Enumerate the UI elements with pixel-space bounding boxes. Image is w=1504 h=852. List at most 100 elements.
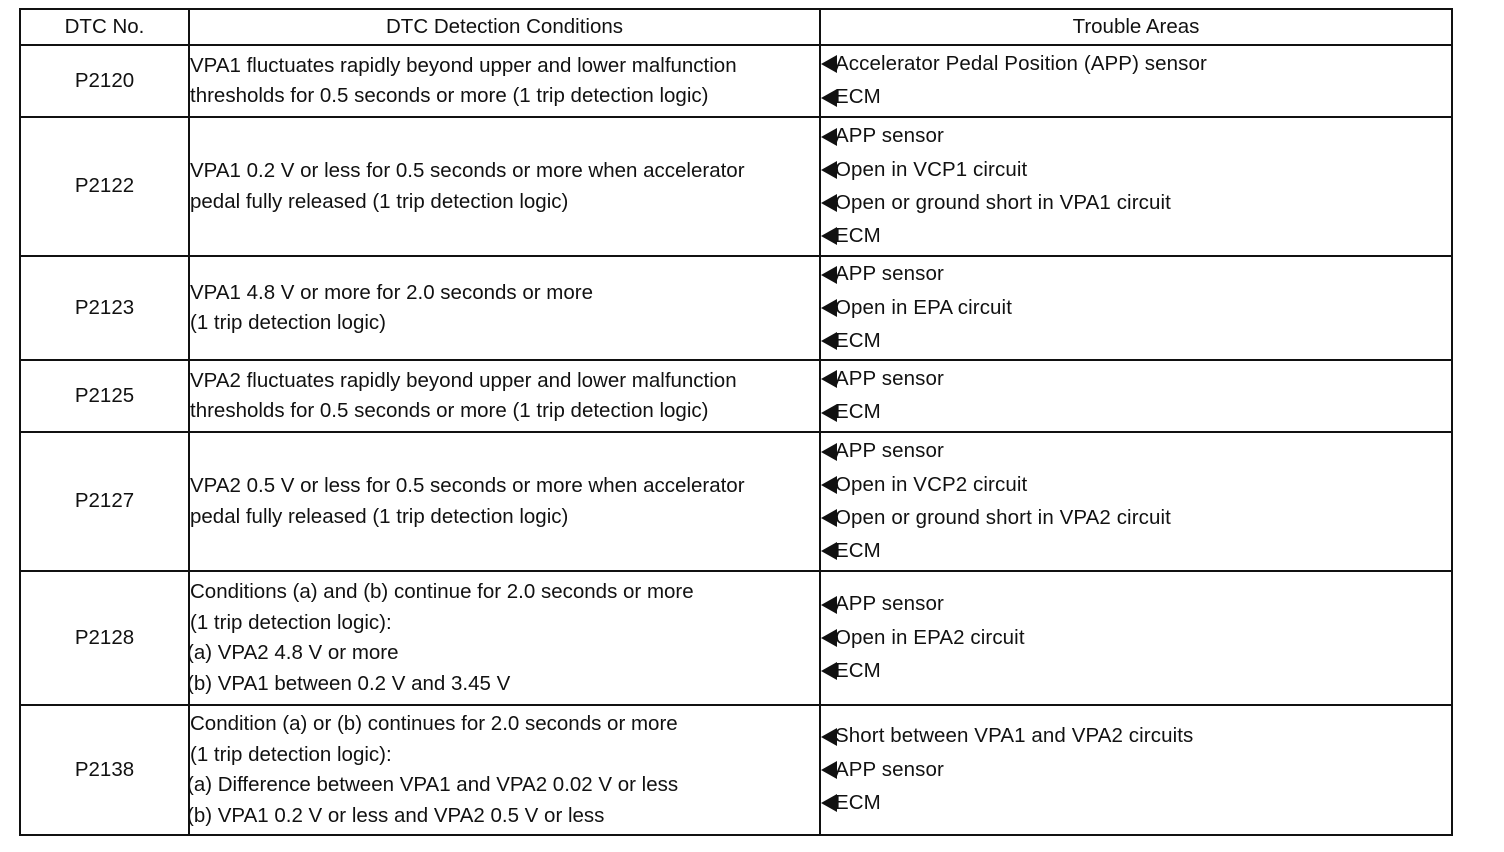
trouble-area-text: Open in EPA2 circuit bbox=[835, 625, 1025, 649]
dtc-code: P2127 bbox=[19, 431, 190, 572]
condition-line: VPA1 4.8 V or more for 2.0 seconds or mo… bbox=[190, 280, 593, 304]
trouble-area-text: ECM bbox=[835, 400, 881, 424]
trouble-area-item: APP sensor bbox=[821, 363, 1451, 396]
table-row: P2120 VPA1 fluctuates rapidly beyond upp… bbox=[19, 44, 1453, 118]
bullet-triangle-icon bbox=[821, 370, 837, 389]
trouble-area-text: Open in VCP2 circuit bbox=[835, 472, 1028, 496]
trouble-area-item: APP sensor bbox=[821, 435, 1451, 468]
bullet-triangle-icon bbox=[821, 628, 837, 647]
table-row: P2122 VPA1 0.2 V or less for 0.5 seconds… bbox=[19, 116, 1453, 257]
condition-line: VPA2 0.5 V or less for 0.5 seconds or mo… bbox=[190, 474, 745, 497]
trouble-area-text: APP sensor bbox=[835, 592, 944, 616]
trouble-area-item: Accelerator Pedal Position (APP) sensor bbox=[821, 48, 1451, 81]
condition-line: pedal fully released (1 trip detection l… bbox=[190, 189, 569, 213]
bullet-triangle-icon bbox=[821, 298, 837, 317]
condition-line: VPA1 0.2 V or less for 0.5 seconds or mo… bbox=[190, 159, 745, 182]
trouble-area-item: Open in VCP1 circuit bbox=[821, 153, 1451, 186]
trouble-areas: APP sensor Open in EPA circuit ECM bbox=[819, 255, 1453, 361]
trouble-area-text: Open or ground short in VPA2 circuit bbox=[835, 505, 1171, 529]
trouble-area-item: ECM bbox=[821, 81, 1451, 114]
condition-line: thresholds for 0.5 seconds or more (1 tr… bbox=[190, 399, 709, 422]
detection-conditions: Condition (a) or (b) continues for 2.0 s… bbox=[187, 704, 821, 836]
dtc-table: DTC No. DTC Detection Conditions Trouble… bbox=[19, 8, 1453, 836]
header-dtc-no: DTC No. bbox=[19, 8, 190, 46]
bullet-triangle-icon bbox=[821, 88, 837, 107]
trouble-area-text: Open in VCP1 circuit bbox=[835, 157, 1028, 181]
trouble-areas: APP sensor Open in EPA2 circuit ECM bbox=[819, 570, 1453, 706]
trouble-areas: APP sensor Open in VCP2 circuit Open or … bbox=[819, 431, 1453, 572]
condition-line: Condition (a) or (b) continues for 2.0 s… bbox=[190, 712, 678, 735]
trouble-area-text: Accelerator Pedal Position (APP) sensor bbox=[835, 52, 1207, 76]
condition-line: (a) Difference between VPA1 and VPA2 0.0… bbox=[187, 773, 679, 796]
trouble-area-item: ECM bbox=[821, 535, 1451, 568]
header-trouble-areas: Trouble Areas bbox=[819, 8, 1453, 46]
trouble-area-item: ECM bbox=[821, 396, 1451, 429]
trouble-area-text: ECM bbox=[835, 85, 881, 109]
trouble-area-item: ECM bbox=[821, 655, 1451, 688]
trouble-area-text: APP sensor bbox=[835, 367, 944, 391]
trouble-area-item: Open or ground short in VPA1 circuit bbox=[821, 187, 1451, 220]
trouble-area-item: Open in EPA circuit bbox=[821, 291, 1451, 324]
trouble-areas: Accelerator Pedal Position (APP) sensor … bbox=[819, 44, 1453, 118]
trouble-area-item: Open in VCP2 circuit bbox=[821, 468, 1451, 501]
condition-line: Conditions (a) and (b) continue for 2.0 … bbox=[190, 580, 694, 603]
trouble-area-item: ECM bbox=[821, 325, 1451, 358]
trouble-areas: APP sensor Open in VCP1 circuit Open or … bbox=[819, 116, 1453, 257]
detection-conditions: VPA1 0.2 V or less for 0.5 seconds or mo… bbox=[188, 116, 821, 257]
bullet-triangle-icon bbox=[821, 227, 837, 246]
trouble-area-item: Open in EPA2 circuit bbox=[821, 621, 1451, 654]
trouble-area-item: ECM bbox=[821, 787, 1451, 820]
bullet-triangle-icon bbox=[821, 160, 837, 179]
trouble-area-text: ECM bbox=[835, 539, 881, 563]
dtc-code: P2122 bbox=[19, 116, 190, 257]
dtc-code: P2138 bbox=[19, 704, 190, 836]
trouble-area-item: APP sensor bbox=[821, 753, 1451, 786]
trouble-area-text: ECM bbox=[835, 224, 881, 248]
trouble-area-text: ECM bbox=[835, 659, 881, 683]
dtc-code: P2123 bbox=[19, 255, 190, 361]
trouble-area-text: ECM bbox=[835, 329, 881, 353]
trouble-area-item: APP sensor bbox=[821, 258, 1451, 291]
trouble-areas: Short between VPA1 and VPA2 circuits APP… bbox=[819, 704, 1453, 836]
trouble-area-text: APP sensor bbox=[835, 439, 944, 463]
table-row: P2128 Conditions (a) and (b) continue fo… bbox=[19, 570, 1453, 706]
detection-conditions: VPA2 fluctuates rapidly beyond upper and… bbox=[188, 359, 821, 433]
condition-line: (a) VPA2 4.8 V or more bbox=[187, 641, 399, 664]
header-detection-conditions: DTC Detection Conditions bbox=[188, 8, 821, 46]
condition-line: (1 trip detection logic): bbox=[190, 610, 392, 634]
condition-line: thresholds for 0.5 seconds or more (1 tr… bbox=[190, 84, 709, 107]
bullet-triangle-icon bbox=[821, 265, 837, 284]
bullet-triangle-icon bbox=[821, 542, 837, 561]
dtc-code: P2125 bbox=[19, 359, 190, 433]
trouble-area-text: Open in EPA circuit bbox=[835, 295, 1012, 319]
trouble-area-text: APP sensor bbox=[835, 262, 944, 286]
condition-line: (b) VPA1 0.2 V or less and VPA2 0.5 V or… bbox=[187, 803, 605, 827]
trouble-area-item: ECM bbox=[821, 220, 1451, 253]
trouble-area-text: APP sensor bbox=[835, 124, 944, 148]
detection-conditions: VPA1 fluctuates rapidly beyond upper and… bbox=[188, 44, 821, 118]
bullet-triangle-icon bbox=[821, 475, 837, 494]
bullet-triangle-icon bbox=[821, 760, 837, 779]
bullet-triangle-icon bbox=[821, 403, 837, 422]
dtc-code: P2120 bbox=[19, 44, 190, 118]
trouble-area-item: Short between VPA1 and VPA2 circuits bbox=[821, 720, 1451, 753]
table-row: P2127 VPA2 0.5 V or less for 0.5 seconds… bbox=[19, 431, 1453, 572]
table-row: P2123 VPA1 4.8 V or more for 2.0 seconds… bbox=[19, 255, 1453, 361]
trouble-area-item: APP sensor bbox=[821, 588, 1451, 621]
bullet-triangle-icon bbox=[821, 727, 837, 746]
trouble-area-item: Open or ground short in VPA2 circuit bbox=[821, 502, 1451, 535]
bullet-triangle-icon bbox=[821, 595, 837, 614]
bullet-triangle-icon bbox=[821, 442, 837, 461]
bullet-triangle-icon bbox=[821, 794, 837, 813]
dtc-code: P2128 bbox=[19, 570, 190, 706]
condition-line: (1 trip detection logic) bbox=[190, 311, 386, 334]
bullet-triangle-icon bbox=[821, 662, 837, 681]
detection-conditions: VPA1 4.8 V or more for 2.0 seconds or mo… bbox=[188, 255, 821, 361]
trouble-areas: APP sensor ECM bbox=[819, 359, 1453, 433]
trouble-area-text: APP sensor bbox=[835, 757, 944, 781]
detection-conditions: VPA2 0.5 V or less for 0.5 seconds or mo… bbox=[188, 431, 821, 572]
table-row: P2138 Condition (a) or (b) continues for… bbox=[19, 704, 1453, 836]
bullet-triangle-icon bbox=[821, 127, 837, 146]
condition-line: (b) VPA1 between 0.2 V and 3.45 V bbox=[187, 671, 511, 695]
detection-conditions: Conditions (a) and (b) continue for 2.0 … bbox=[187, 570, 821, 706]
